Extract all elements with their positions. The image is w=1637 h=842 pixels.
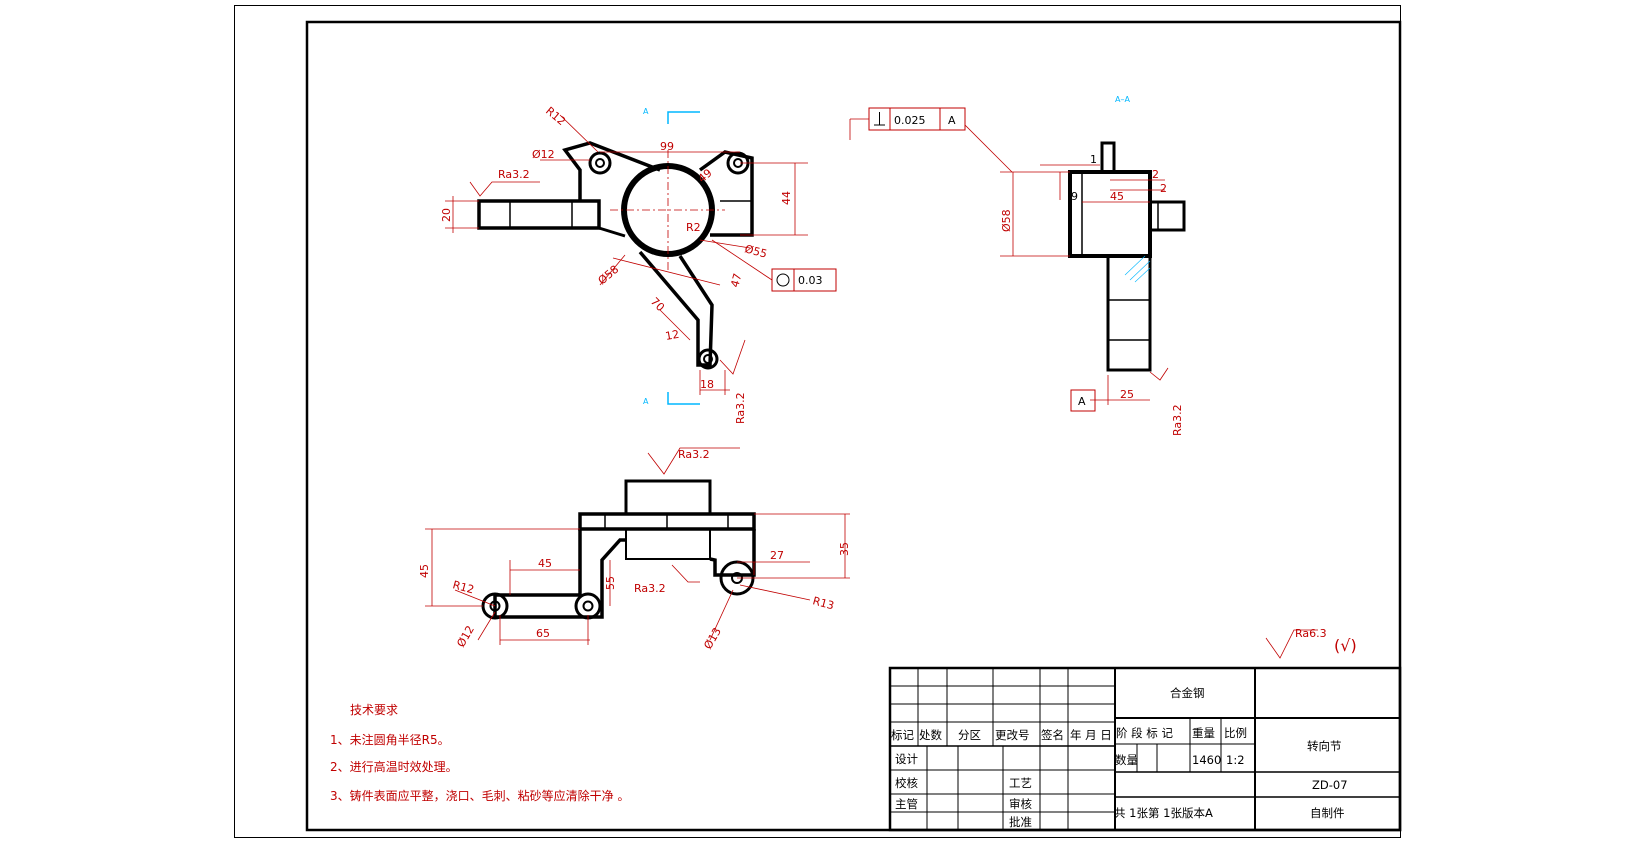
top-d55-label: Ø55 — [743, 242, 768, 260]
section-dim-9: 9 — [1071, 190, 1078, 203]
section-dimensions — [964, 124, 1169, 405]
top-dim-47: 47 — [728, 272, 744, 289]
section-datum: A — [1078, 395, 1086, 408]
section-d58: Ø58 — [1000, 209, 1013, 232]
front-dim-65: 65 — [536, 627, 550, 640]
top-d12-label: Ø12 — [532, 148, 555, 161]
roundness-icon — [776, 273, 790, 287]
sign-right-approve: 批准 — [1009, 815, 1032, 829]
scale-value: 1:2 — [1226, 753, 1245, 767]
front-d12: Ø12 — [454, 623, 477, 649]
front-dim-35: 35 — [838, 542, 851, 556]
front-ra-top: Ra3.2 — [678, 448, 710, 461]
top-dim-12: 12 — [664, 328, 680, 343]
part-name: 转向节 — [1307, 739, 1342, 753]
top-dim-20: 20 — [440, 208, 453, 222]
front-dim-45v: 45 — [418, 564, 431, 578]
top-dim-44: 44 — [780, 191, 793, 205]
top-d58-label: Ø58 — [596, 263, 622, 288]
sheets-info: 共 1张第 1张版本A — [1114, 806, 1213, 820]
sign-row-manager: 主管 — [895, 797, 918, 811]
sign-right-review: 审核 — [1009, 797, 1032, 811]
section-ra: Ra3.2 — [1171, 404, 1184, 436]
outer-border — [234, 5, 1401, 838]
note-item-3: 3、铸件表面应平整，浇口、毛刺、粘砂等应清除干净 。 — [330, 788, 629, 803]
front-d13: Ø13 — [701, 625, 724, 651]
note-item-2: 2、进行高温时效处理。 — [330, 759, 458, 774]
front-dim-27: 27 — [770, 549, 784, 562]
sign-row-check: 校核 — [895, 776, 918, 790]
perpendicularity-icon — [874, 112, 885, 126]
front-r13: R13 — [811, 594, 835, 612]
section-dim-25: 25 — [1120, 388, 1134, 401]
rev-header-signature: 签名 — [1041, 728, 1064, 742]
section-dim-2b: 2 — [1160, 182, 1167, 195]
front-dimensions — [425, 447, 1318, 659]
drawing-number: ZD-07 — [1312, 778, 1348, 792]
quantity-label: 数量 — [1115, 753, 1138, 767]
section-dim-2a: 2 — [1152, 168, 1159, 181]
front-r12: R12 — [451, 578, 475, 596]
roundness-value: 0.03 — [798, 274, 823, 287]
front-dim-45h: 45 — [538, 557, 552, 570]
rev-header-zone: 分区 — [958, 728, 981, 742]
section-letter-top: A — [643, 107, 649, 116]
top-dim-99: 99 — [660, 140, 674, 153]
note-item-1: 1、未注圆角半径R5。 — [330, 732, 450, 747]
section-dim-45: 45 — [1110, 190, 1124, 203]
roundness-tolerance-frame — [711, 239, 837, 292]
top-dim-18: 18 — [700, 378, 714, 391]
perp-tolerance-value: 0.025 — [894, 114, 926, 127]
section-marks — [667, 111, 700, 405]
top-r2-label: R2 — [686, 221, 701, 234]
section-dim-1: 1 — [1090, 153, 1097, 166]
section-label: A–A — [1115, 95, 1130, 104]
title-block — [888, 666, 1402, 832]
section-hatch — [1124, 255, 1151, 283]
front-dim-55: 55 — [604, 576, 617, 590]
notes-title: 技术要求 — [350, 703, 398, 717]
top-ra-bottom-label: Ra3.2 — [734, 392, 747, 424]
stage-label: 阶 段 标 记 — [1116, 726, 1173, 740]
section-letter-bottom: A — [643, 397, 649, 406]
sign-right-process: 工艺 — [1009, 776, 1032, 790]
rev-header-change-no: 更改号 — [995, 728, 1030, 742]
top-r12-label: R12 — [543, 104, 568, 128]
perpendicularity-frame — [849, 107, 966, 140]
perp-datum: A — [948, 114, 956, 127]
weight-value: 1460 — [1192, 753, 1221, 767]
material-value: 合金钢 — [1170, 686, 1205, 700]
source-type: 自制件 — [1310, 806, 1345, 820]
top-view-dimensions — [445, 114, 808, 395]
general-roughness-value: Ra6.3 — [1295, 627, 1327, 640]
front-ra-mid: Ra3.2 — [634, 582, 666, 595]
top-ra-left-label: Ra3.2 — [498, 168, 530, 181]
datum-a-box — [1070, 389, 1096, 412]
rev-header-count: 处数 — [919, 728, 942, 742]
rev-header-date: 年 月 日 — [1070, 728, 1112, 742]
front-view — [481, 479, 756, 620]
scale-label: 比例 — [1224, 726, 1247, 740]
general-roughness-mark: (√) — [1334, 636, 1357, 655]
inner-frame — [305, 20, 1402, 832]
sign-row-design: 设计 — [895, 752, 918, 766]
weight-label: 重量 — [1192, 726, 1215, 740]
top-dim-70: 70 — [648, 295, 667, 314]
section-view — [1068, 141, 1186, 372]
rev-header-mark: 标记 — [891, 728, 914, 742]
